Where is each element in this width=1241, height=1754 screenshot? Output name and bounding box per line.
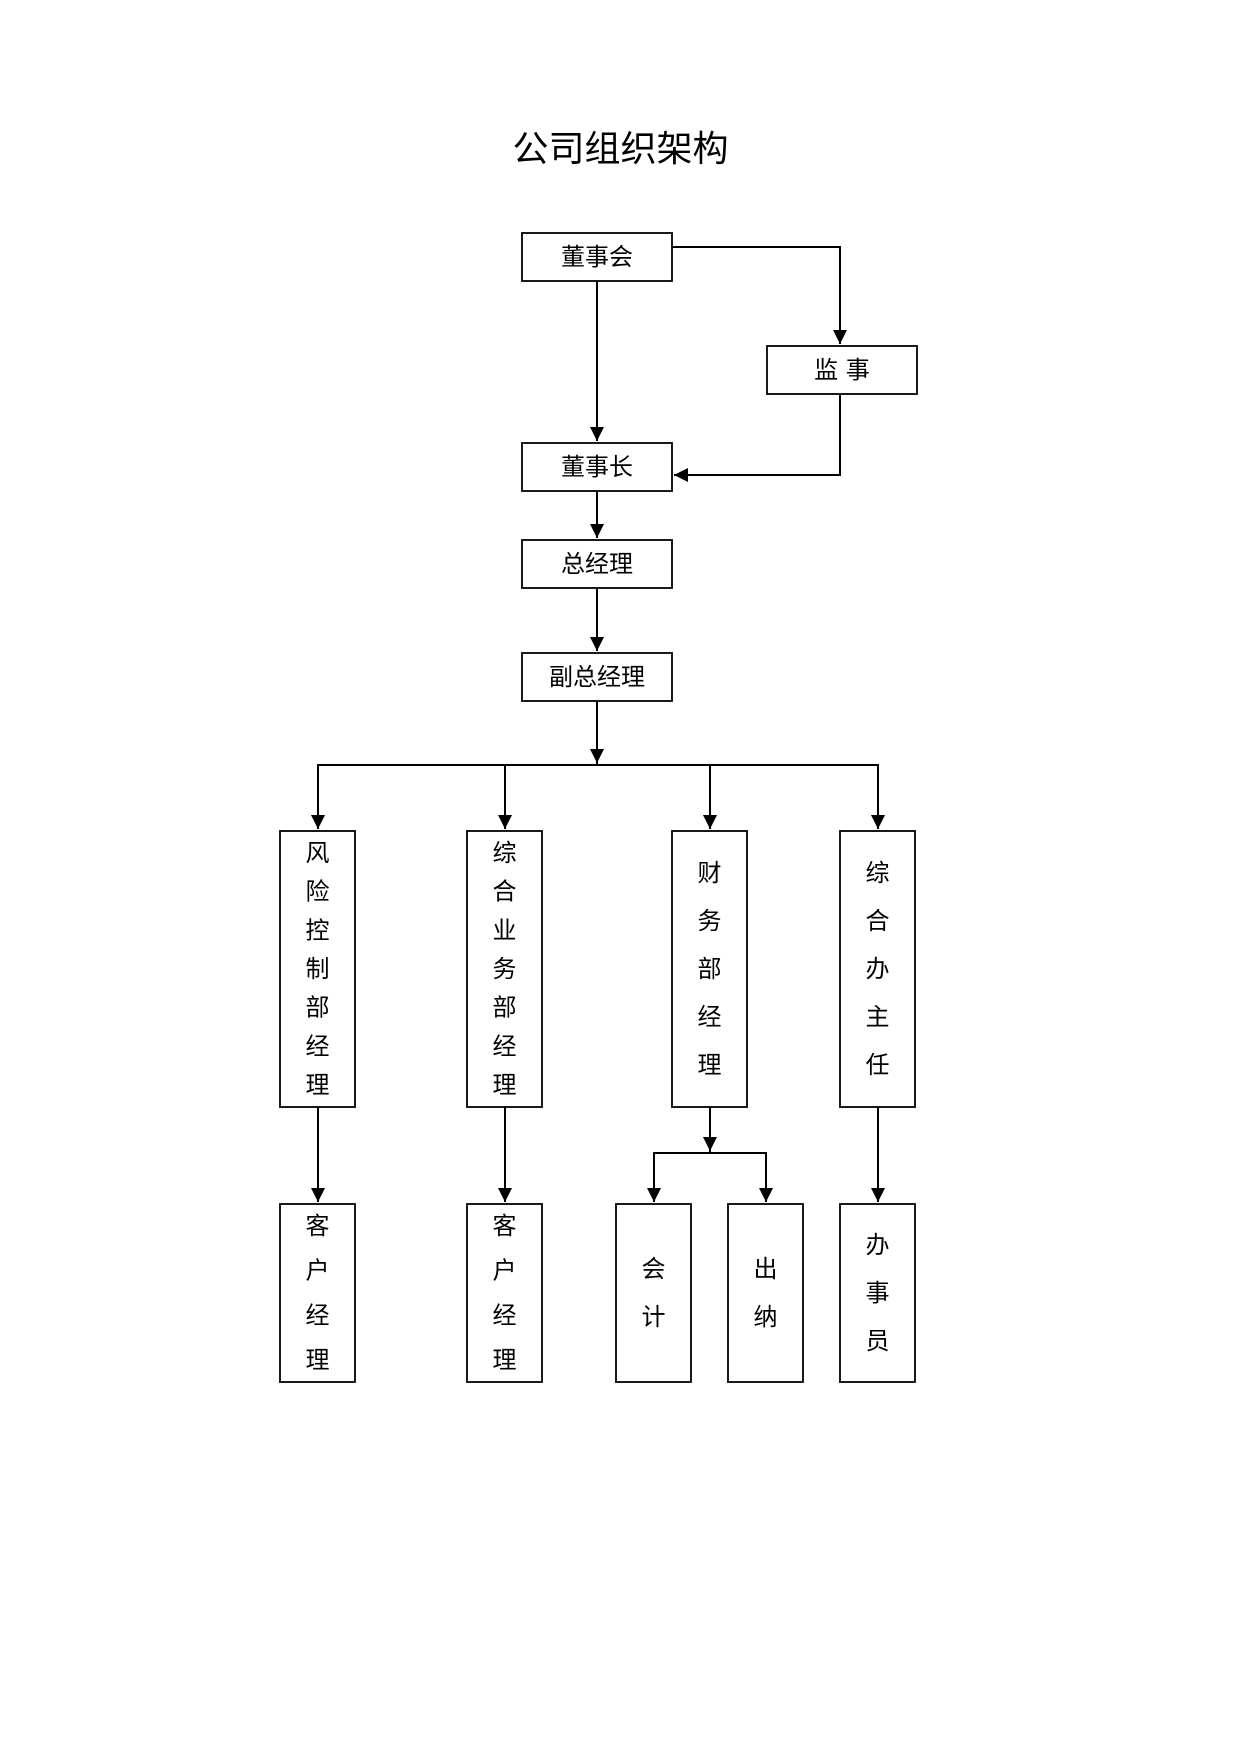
node-box [466,1203,543,1383]
node-box [671,830,748,1108]
node-cashier: 出纳 [727,1203,804,1383]
node-box [521,539,673,589]
node-label: 办事员 [866,1231,890,1355]
node-label: 风险控制部经理 [306,839,330,1099]
node-box [279,1203,356,1383]
node-label: 会计 [642,1255,666,1331]
connector-fin-mgr-to-cashier [710,1152,773,1202]
node-label: 财务部经理 [698,859,722,1079]
connector-fin-mgr-to-accountant [647,1107,711,1202]
connector-deputy-gm-to-fin-mgr [597,764,717,829]
node-box [839,830,916,1108]
node-label: 副总经理 [549,663,645,691]
connector-board-to-supervisor [672,246,847,344]
node-label: 客户经理 [493,1212,517,1374]
node-fin-mgr: 财务部经理 [671,830,748,1108]
connector-deputy-gm-to-office-dir [710,764,885,829]
node-label: 监 事 [814,356,870,384]
node-box [279,830,356,1108]
node-office-dir: 综合办主任 [839,830,916,1108]
node-label: 董事长 [561,453,633,481]
node-label: 董事会 [561,243,633,271]
node-cust-mgr-2: 客户经理 [466,1203,543,1383]
node-biz-mgr: 综合业务部经理 [466,830,543,1108]
node-deputy-gm: 副总经理 [521,652,673,702]
page-title: 公司组织架构 [512,129,729,170]
node-box [615,1203,692,1383]
node-box [727,1203,804,1383]
connector-supervisor-to-chairman [674,394,841,482]
node-label: 综合办主任 [866,859,890,1079]
node-box [521,652,673,702]
node-board: 董事会 [521,232,673,282]
node-gm: 总经理 [521,539,673,589]
node-label: 总经理 [561,550,633,578]
node-box [466,830,543,1108]
node-box [521,442,673,492]
node-label: 客户经理 [306,1212,330,1374]
node-risk-mgr: 风险控制部经理 [279,830,356,1108]
node-box [521,232,673,282]
node-clerk: 办事员 [839,1203,916,1383]
connector-deputy-gm-to-biz-mgr [498,764,597,829]
node-box [839,1203,916,1383]
node-label: 出纳 [754,1255,778,1331]
node-supervisor: 监 事 [766,345,918,395]
node-accountant: 会计 [615,1203,692,1383]
node-label: 综合业务部经理 [493,839,517,1099]
node-chairman: 董事长 [521,442,673,492]
node-cust-mgr-1: 客户经理 [279,1203,356,1383]
node-box [766,345,918,395]
